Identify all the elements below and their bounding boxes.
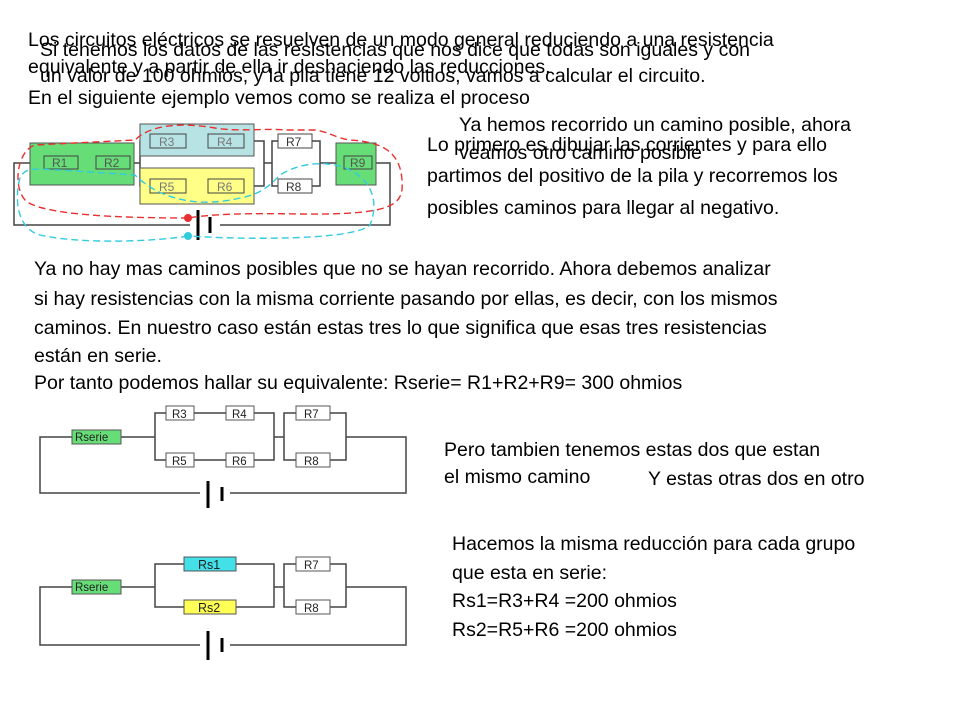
- path-note-line-1: Ya hemos recorrido un camino posible, ah…: [459, 114, 852, 136]
- analysis-line-1: Ya no hay mas caminos posibles que no se…: [34, 258, 771, 280]
- resistor-rs2: [183, 599, 237, 615]
- resistor-r7-c: [295, 556, 331, 572]
- resistor-r8-b: [295, 452, 331, 468]
- resistor-r5-b: [165, 452, 195, 468]
- intro-line-1: Los circuitos eléctricos se resuelven de…: [28, 29, 774, 51]
- resistor-r8-c: [295, 599, 331, 615]
- resistor-r3: [149, 133, 187, 149]
- label-r9: R9: [350, 156, 366, 170]
- label-r8-c: R8: [304, 603, 319, 615]
- green-r9-block: [335, 142, 377, 186]
- resistor-r2: [95, 155, 131, 170]
- label-r6: R6: [217, 180, 233, 194]
- yellow-parallel-block: [139, 167, 255, 205]
- intro-line-3: En el siguiente ejemplo vemos como se re…: [28, 87, 530, 109]
- rs2-equation: Rs2=R5+R6 =200 ohmios: [452, 619, 677, 641]
- draw-currents-line-2: partimos del positivo de la pila y recor…: [427, 165, 838, 187]
- draw-currents-line-3: posibles caminos para llegar al negativo…: [427, 197, 780, 219]
- resistor-r4: [207, 133, 245, 149]
- circuit2-wires: [39, 412, 407, 494]
- resistor-r1: [43, 155, 79, 170]
- draw-currents-line-1: Lo primero es dibujar las corrientes y p…: [427, 134, 827, 156]
- resistor-rs1: [183, 556, 237, 572]
- green-series-block: [29, 142, 135, 186]
- intro-line-2: equivalente y a partir de ella ir deshac…: [28, 56, 551, 78]
- resistor-r3-b: [165, 405, 195, 421]
- resistor-r7: [277, 133, 313, 149]
- label-r2: R2: [104, 156, 120, 170]
- same-path-line-2: el mismo camino: [444, 466, 591, 488]
- resistor-r5: [149, 178, 187, 194]
- analysis-line-4: están en serie.: [34, 345, 162, 367]
- resistor-r6: [207, 178, 245, 194]
- battery-symbol: [196, 210, 212, 240]
- resistor-r4-b: [225, 405, 255, 421]
- battery-symbol-3: [206, 631, 224, 660]
- given-data-line-1: Si tenemos los datos de las resistencias…: [40, 39, 751, 61]
- analysis-line-3: caminos. En nuestro caso están estas tre…: [34, 317, 767, 339]
- current-path-red: [17, 124, 403, 219]
- resistor-r9: [343, 155, 373, 170]
- other-two-note: Y estas otras dos en otro: [648, 468, 865, 490]
- current-path-cyan: [16, 162, 375, 242]
- resistor-r8: [277, 178, 313, 194]
- label-rserie: Rserie: [75, 432, 108, 444]
- label-r4-b: R4: [232, 409, 247, 421]
- label-rserie-c: Rserie: [75, 582, 108, 594]
- resistor-r6-b: [225, 452, 255, 468]
- rs1-equation: Rs1=R3+R4 =200 ohmios: [452, 590, 677, 612]
- reduce-line-1: Hacemos la misma reducción para cada gru…: [452, 533, 856, 555]
- label-r7-c: R7: [304, 560, 319, 572]
- label-r8-b: R8: [304, 456, 319, 468]
- same-path-line-1: Pero tambien tenemos estas dos que estan: [444, 439, 821, 461]
- resistor-r7-b: [295, 405, 331, 421]
- label-r6-b: R6: [232, 456, 247, 468]
- path-note-line-2: veamos otro camino posible: [459, 142, 702, 164]
- reduce-line-2: que esta en serie:: [452, 562, 608, 584]
- label-r5-b: R5: [172, 456, 187, 468]
- circuit-wires: [13, 140, 391, 226]
- label-r5: R5: [159, 180, 175, 194]
- label-rs2: Rs2: [198, 601, 220, 615]
- label-r7-b: R7: [304, 409, 319, 421]
- label-r3: R3: [159, 135, 175, 149]
- label-rs1: Rs1: [198, 558, 220, 572]
- circuit3-wires: [39, 563, 407, 646]
- battery-symbol-2: [206, 481, 224, 508]
- label-r7: R7: [286, 135, 302, 149]
- resistor-rserie-c: [71, 579, 122, 595]
- resistor-rserie: [71, 429, 122, 445]
- given-data-line-2: un valor de 100 ohmios, y la pila tiene …: [40, 65, 706, 87]
- analysis-line-2: si hay resistencias con la misma corrien…: [34, 288, 778, 310]
- label-r8: R8: [286, 180, 302, 194]
- label-r4: R4: [217, 135, 233, 149]
- analysis-line-5: Por tanto podemos hallar su equivalente:…: [34, 372, 683, 394]
- label-r1: R1: [52, 156, 68, 170]
- label-r3-b: R3: [172, 409, 187, 421]
